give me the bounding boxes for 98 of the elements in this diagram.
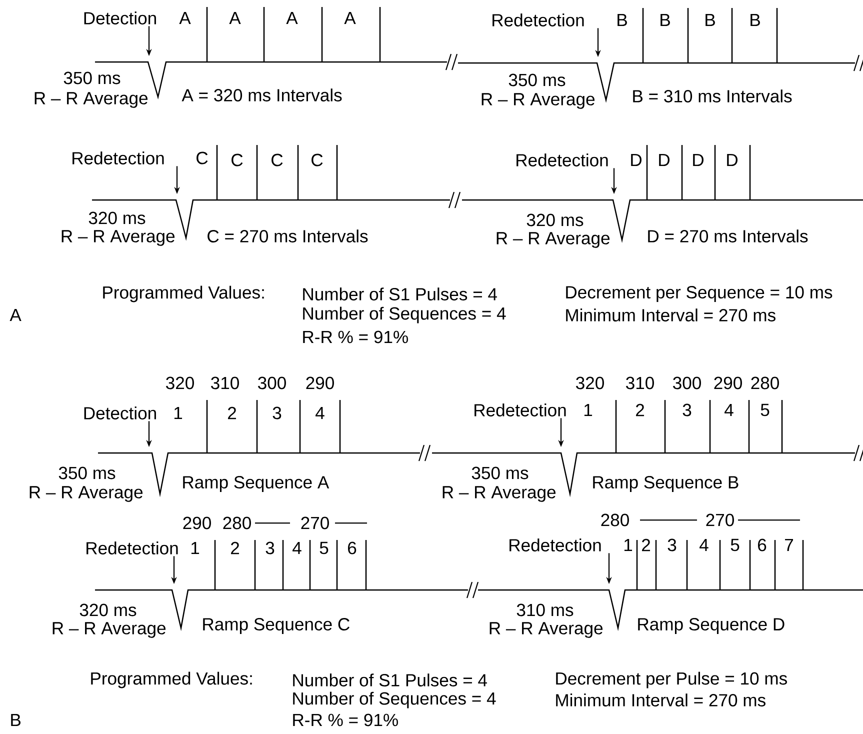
label-text: Number of Sequences = 4 bbox=[293, 692, 496, 708]
label-text: Number of Sequences = 4 bbox=[303, 306, 506, 324]
interval-label: A bbox=[179, 12, 191, 24]
detection-label: Redetection bbox=[510, 538, 601, 552]
interval-value: 320 bbox=[576, 376, 604, 390]
detection-label: Detection bbox=[84, 12, 156, 24]
detection-label: Redetection bbox=[492, 14, 584, 26]
interval-label: D bbox=[631, 154, 642, 166]
pulse-number: 4 bbox=[316, 406, 324, 420]
interval-label: B bbox=[660, 14, 670, 26]
interval-value: 290 bbox=[183, 516, 211, 530]
interval-value: 300 bbox=[673, 376, 701, 390]
interval-label: B bbox=[618, 14, 627, 26]
interval-label: A bbox=[229, 12, 241, 24]
label-text: 350 ms bbox=[58, 466, 116, 480]
interval-value: 280 bbox=[223, 516, 251, 530]
pulse-number: 2 bbox=[228, 406, 236, 420]
label-text: Number of S1 Pulses = 4 bbox=[303, 288, 497, 300]
label-text: A = 320 ms Intervals bbox=[182, 88, 342, 102]
interval-value: 310 bbox=[626, 376, 654, 390]
interval-label: A bbox=[286, 12, 298, 24]
label-text: Decrement per Sequence = 10 ms bbox=[566, 286, 832, 302]
label-text: R – R Average bbox=[52, 622, 166, 638]
interval-value: 270 bbox=[706, 514, 734, 526]
label-text: R-R % = 91% bbox=[293, 714, 398, 726]
panel-letter: B bbox=[11, 714, 20, 726]
pulse-number: 1 bbox=[191, 542, 200, 554]
label-text: D = 270 ms Intervals bbox=[648, 230, 808, 242]
interval-label: D bbox=[693, 154, 704, 166]
interval-label: C bbox=[312, 154, 323, 166]
detection-label: Detection bbox=[84, 406, 156, 420]
interval-value: 290 bbox=[714, 376, 742, 390]
label-text: R – R Average bbox=[496, 232, 610, 248]
interval-label: B bbox=[750, 14, 760, 26]
pulse-number: 2 bbox=[642, 538, 650, 552]
pulse-number: 6 bbox=[348, 542, 356, 554]
interval-value: 300 bbox=[258, 376, 286, 390]
pulse-number: 3 bbox=[682, 404, 692, 416]
interval-label: B bbox=[706, 14, 715, 26]
label-text: 350 ms bbox=[508, 74, 566, 86]
pulse-number: 1 bbox=[624, 538, 632, 552]
interval-label: C bbox=[272, 154, 283, 166]
label-text: 350 ms bbox=[472, 466, 528, 480]
pulse-number: 3 bbox=[668, 538, 676, 552]
pulse-number: 3 bbox=[272, 406, 282, 420]
pulse-number: 1 bbox=[174, 406, 182, 420]
interval-value: 280 bbox=[751, 376, 779, 390]
label-text: Ramp Sequence C bbox=[203, 618, 350, 634]
interval-value: 290 bbox=[306, 376, 334, 390]
detection-label: Redetection bbox=[516, 154, 608, 166]
interval-label: C bbox=[196, 152, 208, 164]
label-text: 320 ms bbox=[526, 214, 584, 226]
interval-label: C bbox=[232, 154, 243, 166]
label-text: Ramp Sequence B bbox=[593, 476, 738, 492]
label-text: 310 ms bbox=[516, 604, 574, 616]
label-text: R – R Average bbox=[62, 230, 175, 246]
label-text: Ramp Sequence A bbox=[183, 476, 330, 492]
interval-value: 310 bbox=[211, 376, 239, 390]
label-text: 350 ms bbox=[64, 72, 120, 84]
pulse-number: 7 bbox=[785, 538, 793, 552]
detection-label: Redetection bbox=[86, 542, 178, 554]
label-text: Number of S1 Pulses = 4 bbox=[293, 674, 487, 686]
label-text: R – R Average bbox=[442, 486, 556, 502]
label-text: Programmed Values: bbox=[91, 672, 252, 688]
label-text: 320 ms bbox=[80, 604, 136, 616]
detection-label: Redetection bbox=[474, 404, 566, 416]
label-text: Minimum Interval = 270 ms bbox=[566, 308, 776, 322]
interval-value: 320 bbox=[166, 376, 194, 390]
label-text: R – R Average bbox=[490, 622, 603, 638]
label-text: R-R % = 91% bbox=[303, 330, 408, 344]
pulse-number: 5 bbox=[760, 404, 770, 416]
interval-value: 280 bbox=[601, 514, 629, 526]
pulse-number: 1 bbox=[584, 404, 592, 416]
pulse-number: 5 bbox=[320, 542, 328, 554]
interval-label: A bbox=[344, 12, 356, 24]
pulse-number: 6 bbox=[758, 538, 766, 552]
pulse-number: 2 bbox=[636, 404, 644, 416]
pulse-number: 4 bbox=[724, 404, 734, 416]
label-text: Programmed Values: bbox=[103, 286, 264, 302]
label-text: Minimum Interval = 270 ms bbox=[556, 694, 766, 706]
pulse-number: 5 bbox=[730, 538, 740, 552]
pulse-number: 2 bbox=[231, 542, 239, 554]
label-text: Ramp Sequence D bbox=[638, 618, 784, 634]
detection-label: Redetection bbox=[72, 152, 164, 164]
pulse-number: 4 bbox=[292, 542, 302, 554]
label-text: R – R Average bbox=[30, 486, 143, 502]
panel-letter: A bbox=[10, 308, 22, 322]
pulse-number: 3 bbox=[266, 542, 274, 554]
interval-value: 270 bbox=[301, 516, 329, 530]
interval-label: D bbox=[727, 154, 738, 166]
label-text: 320 ms bbox=[88, 212, 146, 224]
label-text: R – R Average bbox=[34, 92, 148, 108]
pulse-number: 4 bbox=[700, 538, 708, 552]
label-text: B = 310 ms Intervals bbox=[633, 90, 792, 102]
label-text: R – R Average bbox=[482, 93, 595, 109]
label-text: C = 270 ms Intervals bbox=[208, 230, 368, 242]
label-text: Decrement per Pulse = 10 ms bbox=[556, 672, 787, 688]
interval-label: D bbox=[659, 154, 670, 166]
